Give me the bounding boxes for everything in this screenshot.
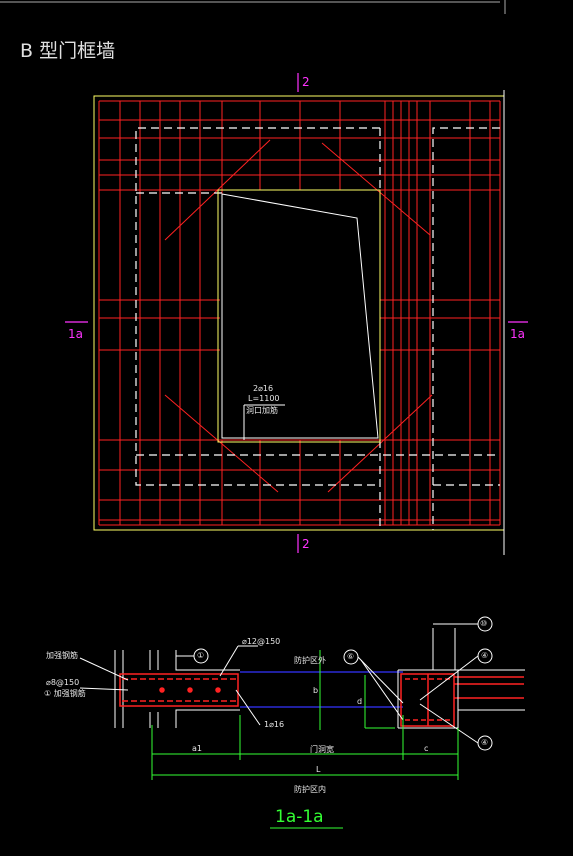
- annotation-leader: [243, 404, 285, 440]
- section-mark-right: 1a: [510, 327, 525, 341]
- plan-dashed-outline: [135, 127, 500, 530]
- door-opening-frame: [217, 189, 381, 443]
- callout-4-bottom: ④: [481, 738, 489, 747]
- section-mark-top: 2: [302, 75, 310, 89]
- dim-a1: a1: [192, 744, 202, 753]
- section-center-bottom-label: 门洞宽: [310, 745, 334, 754]
- section-mark-left: 1a: [68, 327, 83, 341]
- sheet-border: [0, 0, 506, 14]
- section-marks: [65, 73, 528, 553]
- annotation-rebar-count: 2⌀16: [253, 384, 274, 393]
- section-top-label: ⌀12@150: [242, 637, 281, 646]
- callout-1: ①: [197, 651, 205, 660]
- annotation-rebar-note: 洞口加筋: [246, 406, 278, 415]
- section-blue-lines: [240, 671, 403, 708]
- section-left-wall: [114, 650, 240, 728]
- section-bottom-label: 防护区内: [294, 785, 326, 794]
- door-leaf: [221, 193, 379, 439]
- section-left-label-1: 加强钢筋: [46, 651, 78, 660]
- section-title: 1a-1a: [275, 807, 324, 827]
- section-right-wall: [397, 628, 525, 729]
- section-left-rebar: [119, 673, 239, 707]
- callout-4-top: ④: [481, 651, 489, 660]
- dim-b: b: [313, 686, 319, 695]
- plan-rebar-grid: [98, 100, 501, 526]
- callout-6: ⑥: [347, 652, 355, 661]
- section-right-rebar: [400, 673, 524, 727]
- section-left-label-2: ⌀8@150: [46, 678, 80, 687]
- section-right-label-1: 1⌀16: [264, 720, 285, 729]
- section-center-top-label: 防护区外: [294, 656, 326, 665]
- section-mark-bottom: 2: [302, 537, 310, 551]
- section-leaders: [79, 616, 493, 751]
- plan-outer-frame: [93, 90, 505, 555]
- callout-10: ⑩: [480, 619, 488, 628]
- dim-c: c: [424, 744, 429, 753]
- dim-L: L: [316, 765, 321, 774]
- annotation-rebar-length: L=1100: [248, 394, 280, 403]
- section-dimensions: [151, 650, 459, 829]
- section-left-label-3: ① 加强钢筋: [44, 689, 86, 698]
- drawing-title: B 型门框墙: [20, 40, 116, 62]
- dim-d: d: [357, 697, 363, 706]
